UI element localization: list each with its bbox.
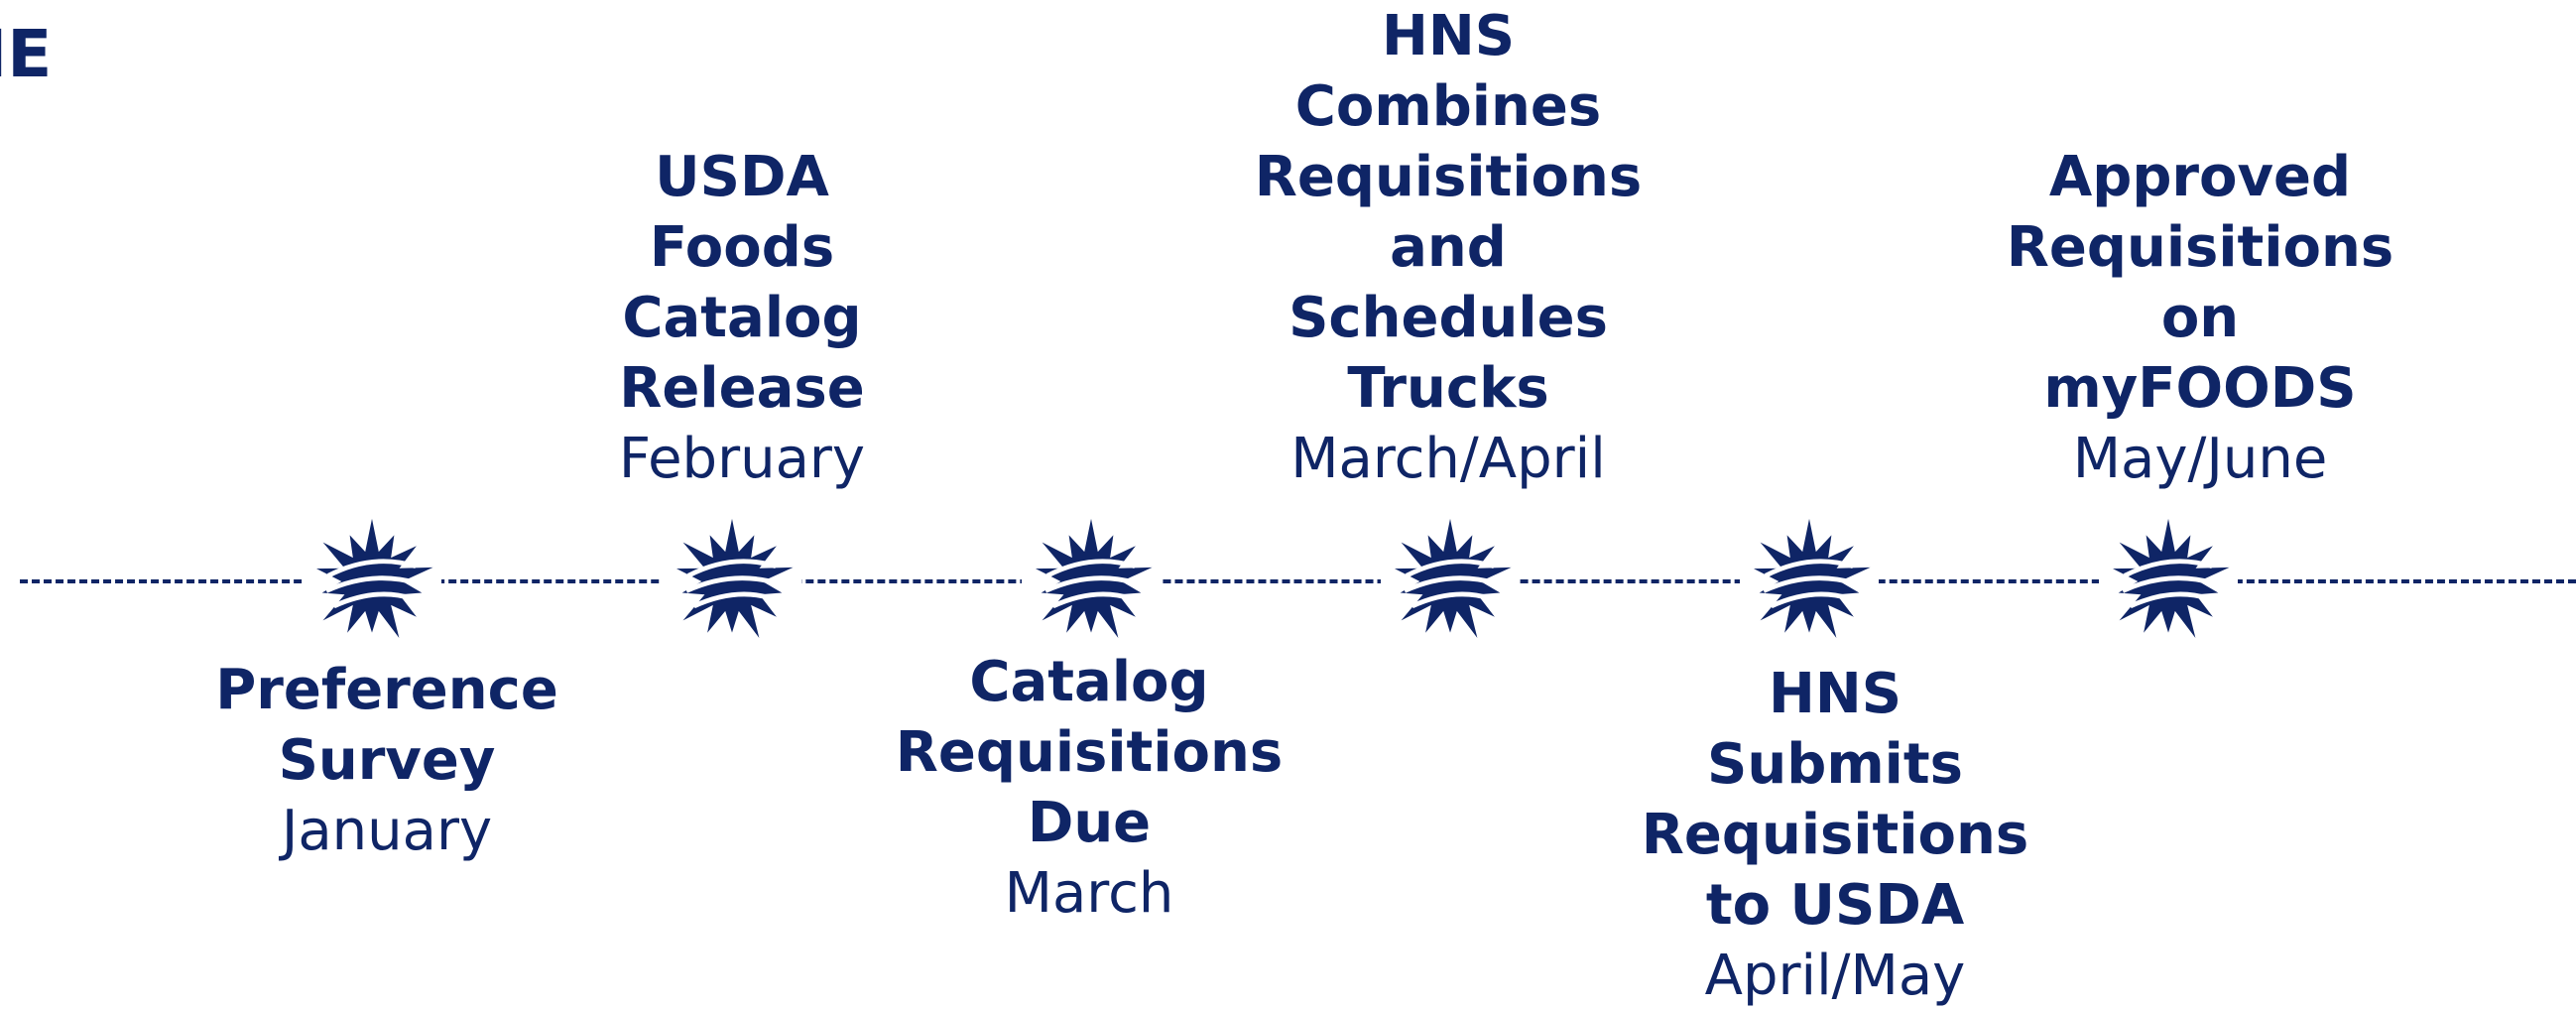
milestone-node-2 [663, 512, 801, 651]
event-title: Preference Survey [215, 658, 558, 793]
milestone-node-3 [1022, 512, 1161, 651]
event-label-4: HNS Combines Requisitions and Schedules … [1230, 1, 1666, 494]
event-date: March/April [1290, 427, 1606, 491]
event-title: Approved Requisitions on myFOODS [2006, 145, 2394, 421]
event-title: HNS Combines Requisitions and Schedules … [1254, 4, 1643, 421]
event-label-3: Catalog Requisitions Due March [871, 647, 1307, 929]
burst-star-icon [306, 515, 438, 648]
event-title: Catalog Requisitions Due [895, 650, 1284, 855]
event-date: May/June [2072, 427, 2328, 491]
event-date: January [281, 799, 493, 863]
milestone-node-6 [2099, 512, 2238, 651]
event-date: March [1004, 861, 1174, 926]
page-title: NE [0, 16, 53, 92]
event-label-5: HNS Submits Requisitions to USDA April/M… [1617, 659, 2053, 1011]
event-label-1: Preference Survey January [169, 655, 605, 866]
milestone-node-4 [1381, 512, 1520, 651]
event-label-2: USDA Foods Catalog Release February [524, 142, 960, 494]
event-title: USDA Foods Catalog Release [619, 145, 865, 421]
milestone-node-1 [303, 512, 441, 651]
event-label-6: Approved Requisitions on myFOODS May/Jun… [1982, 142, 2418, 494]
burst-star-icon [2102, 515, 2235, 648]
event-date: April/May [1704, 944, 1966, 1008]
burst-star-icon [1025, 515, 1158, 648]
burst-star-icon [1384, 515, 1517, 648]
timeline-dashed-line [20, 579, 2576, 583]
milestone-node-5 [1740, 512, 1879, 651]
burst-star-icon [666, 515, 798, 648]
event-date: February [618, 427, 866, 491]
event-title: HNS Submits Requisitions to USDA [1641, 662, 2029, 938]
burst-star-icon [1743, 515, 1876, 648]
